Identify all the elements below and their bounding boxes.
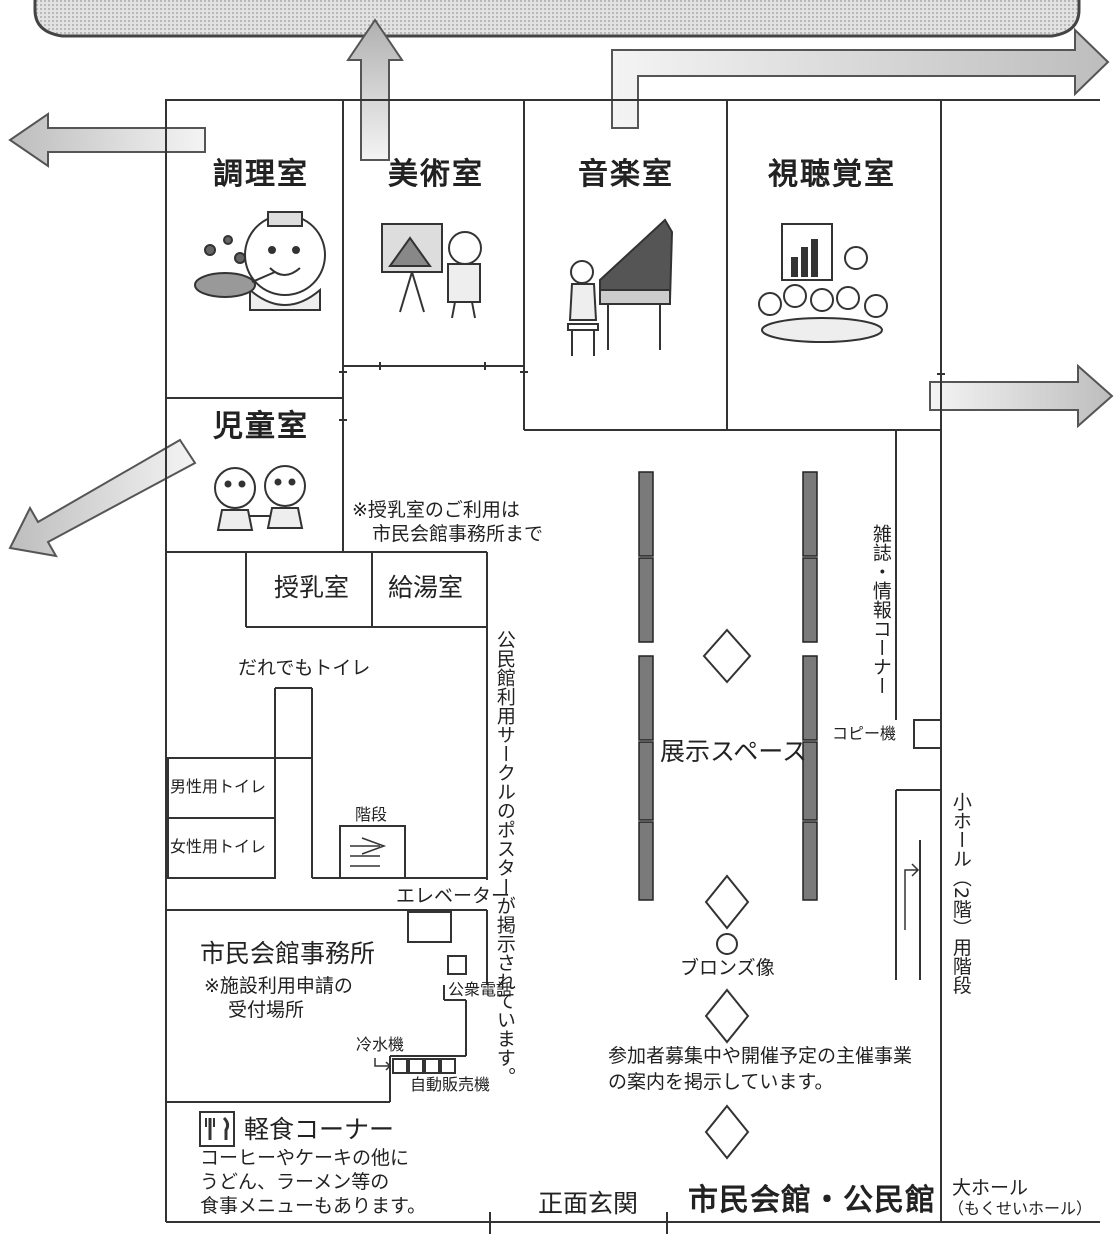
- snack-note-line1: コーヒーやケーキの他に: [200, 1147, 410, 1169]
- room-cooking[interactable]: 調理室: [213, 157, 309, 192]
- big-hall-label[interactable]: 大ホール: [952, 1177, 1029, 1199]
- children-illustration: [214, 465, 306, 531]
- magazine-corner[interactable]: 雑誌・情報コーナー: [869, 524, 892, 695]
- room-children[interactable]: 児童室: [213, 409, 309, 444]
- av-illustration: [758, 223, 888, 343]
- water-cooler-arrow-icon: [374, 1058, 392, 1071]
- cooking-illustration: [194, 211, 326, 311]
- small-hall-stairs[interactable]: 小ホール（2階）用階段: [949, 792, 972, 995]
- events-note-line2: の案内を掲示しています。: [608, 1071, 834, 1093]
- exhibition-panels: [638, 471, 818, 901]
- direction-arrow-icon: [8, 18, 1114, 558]
- water-cooler-label[interactable]: 冷水機: [356, 1035, 405, 1054]
- exhibition-space[interactable]: 展示スペース: [660, 737, 808, 766]
- big-hall-subtitle: （もくせいホール）: [948, 1199, 1093, 1218]
- office-note-line1: ※施設利用申請の: [204, 975, 353, 997]
- room-office[interactable]: 市民会館事務所: [200, 939, 376, 968]
- circle-icon: [716, 933, 738, 955]
- walls: [165, 99, 1100, 1234]
- payphone-label[interactable]: 公衆電話: [448, 980, 513, 999]
- room-kitchenette[interactable]: 給湯室: [388, 573, 464, 602]
- room-music[interactable]: 音楽室: [578, 157, 674, 192]
- nursing-note-line2: 市民会館事務所まで: [372, 523, 544, 545]
- building-name: 市民会館・公民館: [688, 1183, 936, 1218]
- women-toilet[interactable]: 女性用トイレ: [170, 837, 267, 856]
- room-av[interactable]: 視聴覚室: [768, 157, 896, 192]
- copier-label[interactable]: コピー機: [832, 724, 897, 743]
- nursing-note-line1: ※授乳室のご利用は: [352, 499, 520, 521]
- stairs-arrow-icon: [350, 837, 387, 867]
- men-toilet[interactable]: 男性用トイレ: [170, 777, 267, 796]
- circle-poster-note: 公民館利用サークルのポスターが掲示されています。: [493, 630, 516, 1086]
- main-entrance[interactable]: 正面玄関: [538, 1189, 639, 1218]
- diamond-markers: [702, 628, 752, 1160]
- vending-label[interactable]: 自動販売機: [410, 1075, 491, 1094]
- snack-corner-label[interactable]: 軽食コーナー: [244, 1115, 395, 1144]
- bronze-statue-label: ブロンズ像: [680, 957, 775, 979]
- multi-purpose-toilet[interactable]: だれでもトイレ: [238, 657, 371, 679]
- elevator-label[interactable]: エレベーター: [396, 885, 511, 907]
- events-note-line1: 参加者募集中や開催予定の主催事業: [608, 1045, 913, 1067]
- top-corridor-border: [33, 0, 1081, 38]
- snack-note-line2: うどん、ラーメン等の: [200, 1171, 390, 1193]
- small-hall-stairs-arrow-icon: [904, 863, 920, 930]
- snack-note-line3: 食事メニューもあります。: [200, 1195, 427, 1217]
- room-nursing[interactable]: 授乳室: [274, 573, 350, 602]
- art-illustration: [381, 223, 482, 319]
- stairs-label[interactable]: 階段: [355, 805, 388, 824]
- room-art[interactable]: 美術室: [388, 157, 484, 192]
- music-illustration: [567, 218, 674, 356]
- office-note-line2: 受付場所: [228, 999, 305, 1021]
- fork-knife-icon: [199, 1111, 235, 1147]
